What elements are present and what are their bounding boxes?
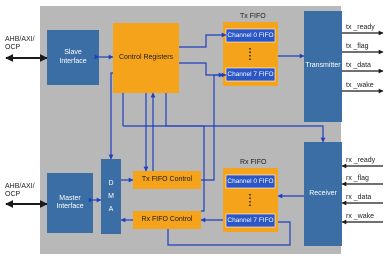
tx-ctrl-to-tx-fifo-line bbox=[201, 72, 224, 181]
rx-fifo-control-block bbox=[133, 211, 201, 229]
rx-wake-label: rx _wake bbox=[346, 213, 375, 220]
tx-ready-label: tx _ready bbox=[346, 24, 375, 31]
bottom-bus-label-line2: OCP bbox=[5, 191, 21, 199]
tx-fifo-control-label: Tx FIFO Control bbox=[141, 175, 193, 183]
rx-channel-7-fifo bbox=[225, 213, 276, 228]
top-bus-label-line2: OCP bbox=[5, 44, 21, 52]
transmitter-block bbox=[304, 11, 342, 122]
tx-channel-0-label: Channel 0 FIFO bbox=[227, 31, 274, 39]
tx-data-label: tx _data bbox=[346, 62, 371, 69]
control-registers-label: Control Registers bbox=[118, 53, 174, 61]
dma-letter-a: A bbox=[108, 206, 114, 213]
control-to-dma-line bbox=[108, 72, 114, 160]
control-registers-block bbox=[113, 23, 179, 93]
control-to-tx-ch0-arrow bbox=[179, 32, 227, 48]
rx-path-left-line bbox=[123, 125, 205, 212]
rx-fifo-bottom-loop bbox=[167, 221, 291, 246]
slave-interface-block bbox=[47, 30, 99, 85]
top-bus-label: AHB/AXI/ OCP bbox=[5, 36, 35, 52]
rx-flag-label: rx _flag bbox=[346, 175, 369, 182]
master-interface-line1: Master bbox=[59, 194, 81, 202]
top-bus-label-line1: AHB/AXI/ bbox=[5, 36, 35, 43]
rx-fifo-control-label: Rx FIFO Control bbox=[141, 215, 193, 223]
rx-channel-0-fifo bbox=[225, 174, 276, 189]
bottom-bus-label-line1: AHB/AXI/ bbox=[5, 183, 35, 190]
receiver-label: Receiver bbox=[309, 189, 337, 197]
slave-interface-label: Slave Interface bbox=[47, 30, 99, 85]
tx-fifo-control-block bbox=[133, 171, 201, 189]
tx-fifo-title: Tx FIFO bbox=[240, 13, 266, 20]
rx-fifo-title: Rx FIFO bbox=[240, 159, 267, 166]
tx-flag-label: tx _flag bbox=[346, 43, 369, 50]
master-interface-label: Master Interface bbox=[47, 173, 93, 233]
tx-wake-label: tx _wake bbox=[346, 82, 374, 89]
master-interface-line2: Interface bbox=[56, 203, 84, 210]
rx-channel-7-label: Channel 7 FIFO bbox=[227, 216, 274, 224]
rx-channel-0-label: Channel 0 FIFO bbox=[227, 177, 274, 185]
transmitter-label: Transmitter bbox=[305, 62, 341, 70]
master-interface-block bbox=[47, 173, 93, 233]
dma-letter-d: D bbox=[108, 180, 114, 187]
dma-letter-m: M bbox=[108, 193, 114, 200]
rx-ready-label: rx _ready bbox=[346, 157, 376, 164]
dma-block bbox=[101, 159, 121, 234]
control-to-receiver-line bbox=[165, 93, 326, 143]
rx-data-label: rx _data bbox=[346, 194, 372, 201]
slave-interface-line1: Slave bbox=[64, 49, 82, 57]
receiver-block bbox=[304, 142, 342, 246]
slave-interface-line2: Interface bbox=[59, 57, 87, 65]
tx-channel-7-label: Channel 7 FIFO bbox=[227, 70, 274, 78]
bottom-bus-label: AHB/AXI/ OCP bbox=[5, 183, 35, 199]
